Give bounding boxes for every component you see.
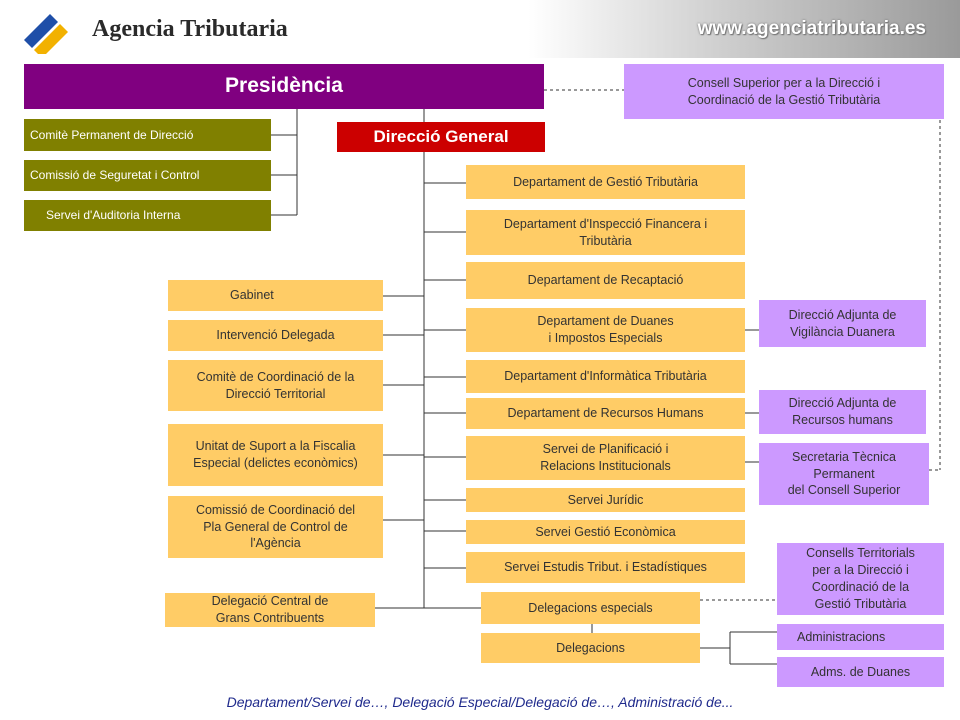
comissio-seguretat-box: Comissió de Seguretat i Control — [24, 160, 271, 191]
adms-duanes-box: Adms. de Duanes — [777, 657, 944, 687]
direccio-adjunta-recursos-box: Direcció Adjunta de Recursos humans — [759, 390, 926, 434]
dep-recursos-humans-box: Departament de Recursos Humans — [466, 398, 745, 429]
administracions-box: Administracions — [777, 624, 944, 650]
servei-estudis-box: Servei Estudis Tribut. i Estadístiques — [466, 552, 745, 583]
comissio-pla-general-box: Comissió de Coordinació del Pla General … — [168, 496, 383, 558]
agencia-tributaria-logo-icon — [24, 14, 68, 54]
consell-superior-box: Consell Superior per a la Direcció i Coo… — [624, 64, 944, 119]
direccio-adjunta-vigilancia-box: Direcció Adjunta de Vigilància Duanera — [759, 300, 926, 347]
footer-caption: Departament/Servei de…, Delegació Especi… — [226, 694, 734, 710]
consells-territorials-box: Consells Territorials per a la Direcció … — [777, 543, 944, 615]
gabinet-box: Gabinet — [168, 280, 383, 311]
dep-informatica-box: Departament d'Informàtica Tributària — [466, 360, 745, 393]
brand-title: Agencia Tributaria — [92, 16, 288, 42]
unitat-suport-fiscalia-box: Unitat de Suport a la Fiscalia Especial … — [168, 424, 383, 486]
presidencia-box: Presidència — [24, 64, 544, 109]
servei-juridic-box: Servei Jurídic — [466, 488, 745, 512]
site-url: www.agenciatributaria.es — [697, 18, 926, 39]
comite-coordinacio-territorial-box: Comitè de Coordinació de la Direcció Ter… — [168, 360, 383, 411]
direccio-general-box: Direcció General — [337, 122, 545, 152]
delegacions-especials-box: Delegacions especials — [481, 592, 700, 624]
delegacions-box: Delegacions — [481, 633, 700, 663]
dep-duanes-box: Departament de Duanes i Impostos Especia… — [466, 308, 745, 352]
servei-auditoria-box: Servei d'Auditoria Interna — [24, 200, 271, 231]
dep-recaptacio-box: Departament de Recaptació — [466, 262, 745, 299]
comite-permanent-box: Comitè Permanent de Direcció — [24, 119, 271, 151]
dep-inspeccio-box: Departament d'Inspecció Financera i Trib… — [466, 210, 745, 255]
intervencio-delegada-box: Intervenció Delegada — [168, 320, 383, 351]
secretaria-tecnica-box: Secretaria Tècnica Permanent del Consell… — [759, 443, 929, 505]
delegacio-central-box: Delegació Central de Grans Contribuents — [165, 593, 375, 627]
servei-planificacio-box: Servei de Planificació i Relacions Insti… — [466, 436, 745, 480]
dep-gestio-tributaria-box: Departament de Gestió Tributària — [466, 165, 745, 199]
servei-gestio-economica-box: Servei Gestió Econòmica — [466, 520, 745, 544]
header-bar: Agencia Tributaria www.agenciatributaria… — [0, 0, 960, 58]
